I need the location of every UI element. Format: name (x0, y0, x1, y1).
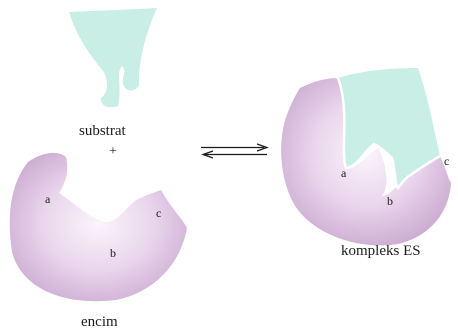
plus-sign: + (109, 145, 117, 159)
complex-site-c-label: c (444, 155, 449, 167)
complex-label: kompleks ES (341, 244, 421, 259)
binding-site-b-label: b (110, 247, 116, 259)
substrate-shape (69, 8, 157, 107)
substrate-label: substrat (79, 124, 126, 139)
binding-site-c-label: c (156, 207, 161, 219)
enzyme-shape (10, 153, 187, 301)
binding-site-a-label: a (45, 193, 50, 205)
equilibrium-arrows (201, 144, 267, 158)
enzyme-label: encim (81, 315, 118, 330)
complex-site-b-label: b (387, 195, 393, 207)
es-complex (281, 68, 451, 245)
complex-site-a-label: a (341, 167, 346, 179)
